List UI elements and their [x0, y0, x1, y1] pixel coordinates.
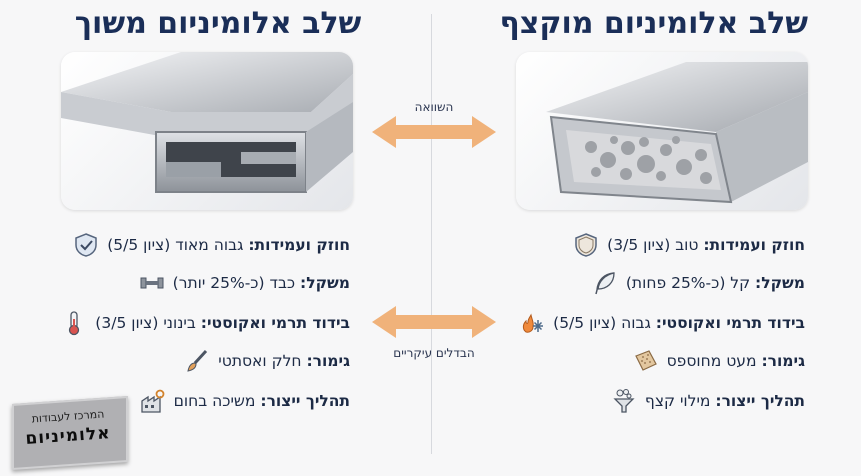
foamed-profile-illustration	[546, 62, 808, 204]
strength-value: טוב (ציון 3/5)	[607, 236, 704, 254]
finish-value: מעט מחוספס	[666, 352, 762, 370]
compare-label: השוואה	[414, 100, 454, 114]
finish-label: גימור:	[761, 352, 805, 370]
finish-value: חלק ואסתטי	[218, 352, 307, 370]
list-item: תהליך ייצור: משיכה בחום	[140, 386, 350, 416]
company-logo: המרכז לעבודות אלומיניום	[12, 395, 128, 471]
feather-icon	[595, 272, 615, 295]
strength-label: חוזק ועמידות:	[248, 236, 350, 254]
insulation-label: בידוד תרמי ואקוסטי:	[655, 314, 805, 332]
insulation-value: בינוני (ציון 3/5)	[95, 314, 201, 332]
insulation-value: גבוה (ציון 5/5)	[553, 314, 656, 332]
double-arrow-compare	[372, 116, 496, 148]
shield-check-icon	[75, 233, 97, 257]
thermometer-icon	[69, 311, 80, 336]
title-foamed-aluminum: שלב אלומיניום מוקצף	[499, 6, 808, 41]
title-extruded-aluminum: שלב אלומיניום משוך	[74, 6, 362, 41]
list-item: בידוד תרמי ואקוסטי: בינוני (ציון 3/5)	[61, 308, 350, 338]
strength-value: גבוה מאוד (ציון 5/5)	[107, 236, 249, 254]
weight-label: משקל:	[300, 274, 350, 292]
process-value: משיכה בחום	[173, 392, 261, 410]
fire-snowflake-icon	[523, 313, 544, 333]
list-item: גימור: חלק ואסתטי	[184, 346, 350, 376]
list-item: תהליך ייצור: מילוי קצף	[611, 386, 805, 416]
factory-gear-icon	[140, 389, 165, 413]
differences-label: הבדלים עיקריים	[393, 346, 475, 360]
extruded-profile-image	[61, 52, 353, 210]
weight-value: קל (כ-25% פחות)	[625, 274, 756, 292]
dumbbell-icon	[140, 277, 164, 289]
extruded-profile-illustration	[61, 52, 353, 193]
list-item: בידוד תרמי ואקוסטי: גבוה (ציון 5/5)	[519, 308, 805, 338]
textured-surface-icon	[634, 350, 657, 371]
list-item: חוזק ועמידות: טוב (ציון 3/5)	[573, 230, 805, 260]
shield-icon	[575, 233, 597, 257]
foamed-profile-image	[516, 52, 808, 210]
double-arrow-differences	[372, 306, 496, 338]
process-value: מילוי קצף	[644, 392, 716, 410]
process-label: תהליך ייצור:	[715, 392, 805, 410]
finish-label: גימור:	[306, 352, 350, 370]
list-item: משקל: כבד (כ-25% יותר)	[139, 268, 350, 298]
insulation-label: בידוד תרמי ואקוסטי:	[200, 314, 350, 332]
list-item: משקל: קל (כ-25% פחות)	[592, 268, 805, 298]
weight-label: משקל:	[755, 274, 805, 292]
paintbrush-icon	[187, 349, 208, 372]
list-item: חוזק ועמידות: גבוה מאוד (ציון 5/5)	[73, 230, 350, 260]
center-divider	[431, 14, 432, 454]
weight-value: כבד (כ-25% יותר)	[172, 274, 301, 292]
process-label: תהליך ייצור:	[260, 392, 350, 410]
foam-funnel-icon	[613, 389, 635, 413]
list-item: גימור: מעט מחוספס	[633, 346, 805, 376]
strength-label: חוזק ועמידות:	[703, 236, 805, 254]
